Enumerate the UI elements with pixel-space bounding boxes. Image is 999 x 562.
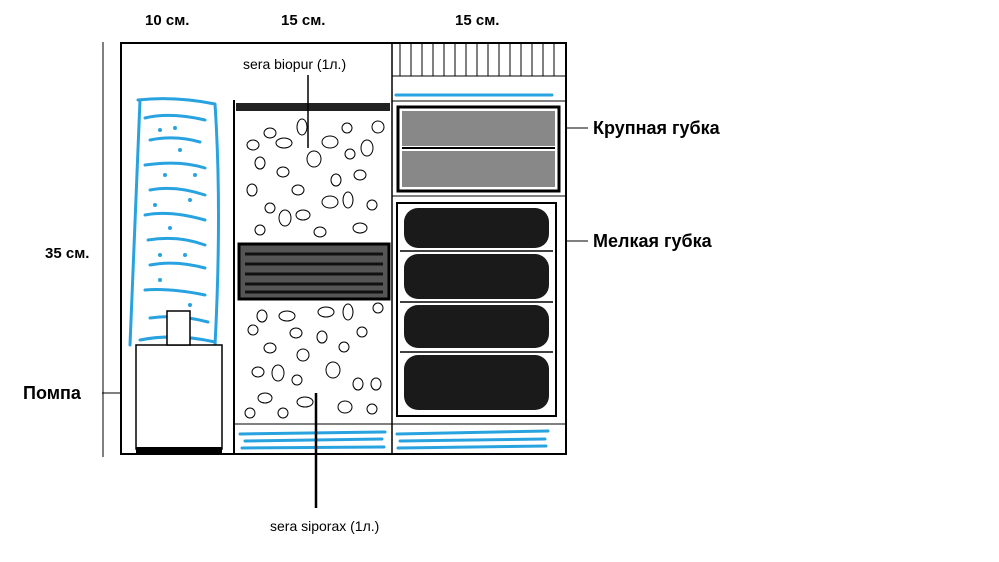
- dimension-width-section3: 15 см.: [455, 12, 499, 29]
- siporax-media: [244, 118, 385, 419]
- fine-sponge: [396, 202, 557, 417]
- siporax-label: sera siporax (1л.): [270, 518, 379, 534]
- fine-sponge-label: Мелкая губка: [593, 231, 713, 251]
- water-flow: [128, 93, 554, 450]
- pump-outlet: [166, 310, 191, 346]
- biopur-bag-texture: [245, 252, 383, 294]
- dimension-width-section2: 15 см.: [281, 12, 325, 29]
- coarse-sponge-label: Крупная губка: [593, 118, 721, 138]
- pump-label: Помпа: [23, 383, 82, 403]
- dimension-height: 35 см.: [45, 245, 89, 262]
- pump-body: [135, 344, 223, 450]
- biopur-top-strip: [236, 103, 390, 111]
- biopur-label: sera biopur (1л.): [243, 56, 346, 72]
- pump-base: [136, 447, 222, 453]
- top-grate: [392, 43, 566, 77]
- filter-box: [120, 42, 567, 455]
- water-dots: [153, 126, 197, 307]
- dimension-width-section1: 10 см.: [145, 12, 189, 29]
- coarse-sponge: [396, 105, 561, 193]
